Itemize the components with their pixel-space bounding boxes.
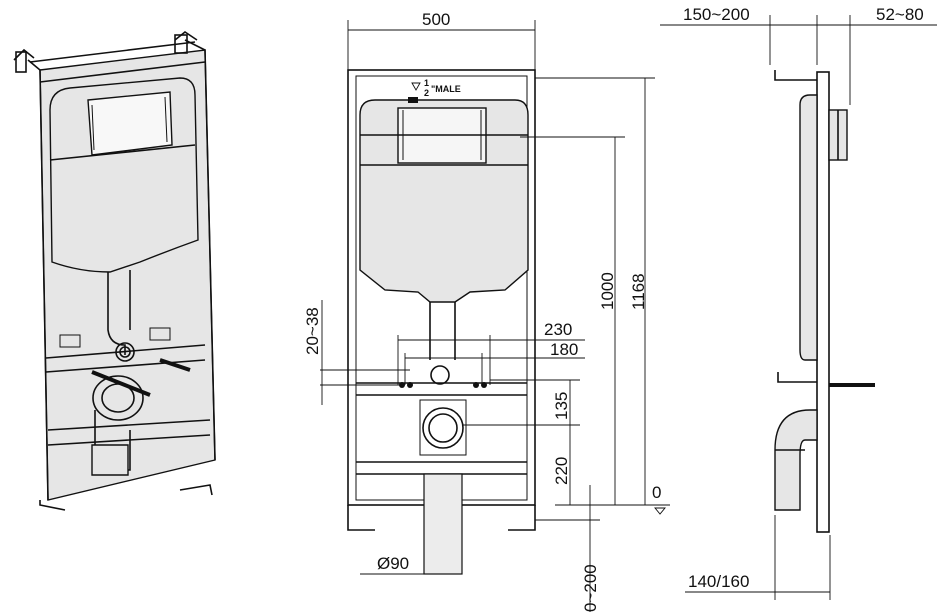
front-view: 500 1168 1000 230 180 20~38 135 220 0 — [303, 10, 670, 612]
svg-text:"MALE: "MALE — [431, 84, 461, 94]
dim-floor-adjust: 0~200 — [581, 564, 600, 612]
dim-width: 500 — [422, 10, 450, 29]
inlet-label: 1 2 "MALE — [411, 78, 461, 98]
dim-bottom-depth: 140/160 — [688, 572, 749, 591]
dim-adjust-top: 20~38 — [303, 307, 322, 355]
dim-wall-depth: 150~200 — [683, 5, 750, 24]
dim-pipe-diameter: Ø90 — [377, 554, 409, 573]
dim-zero: 0 — [652, 483, 661, 502]
side-view: 150~200 52~80 140/160 — [660, 5, 937, 600]
dim-flush-height: 1000 — [598, 272, 617, 310]
dim-total-height: 1168 — [629, 273, 648, 310]
dim-drain-height: 220 — [552, 457, 571, 485]
dim-drain-bolts: 135 — [552, 392, 571, 420]
dim-bolts-outer: 230 — [544, 320, 572, 339]
svg-text:2: 2 — [424, 88, 429, 98]
dim-plate-depth: 52~80 — [876, 5, 924, 24]
dim-bolts-inner: 180 — [550, 340, 578, 359]
svg-text:1: 1 — [424, 78, 429, 88]
perspective-view — [13, 31, 216, 511]
